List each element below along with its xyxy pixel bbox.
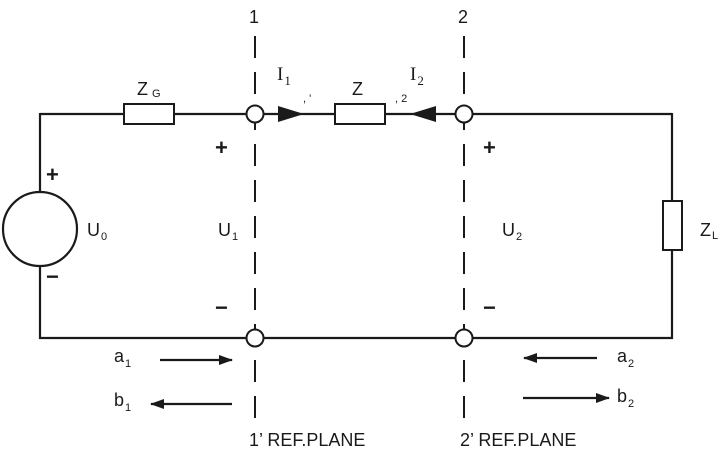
plane-number-2: 2 <box>458 7 468 27</box>
plane-number-1: 1 <box>249 7 259 27</box>
series-impedance-label: Z <box>352 79 363 99</box>
reference-plane-2-label: 2’ REF.PLANE <box>460 430 576 450</box>
current-i2-label: I2 <box>410 64 424 88</box>
artifact-mark-left: , ' <box>303 93 311 105</box>
port-1-top-terminal <box>245 104 265 124</box>
source-plus-sign: + <box>46 162 59 187</box>
port-2-bottom-terminal <box>454 328 474 348</box>
generator-impedance-resistor <box>123 103 175 125</box>
load-impedance-resistor <box>662 200 683 251</box>
port-1-plus-sign: + <box>215 135 228 160</box>
wave-b1-label: b1 <box>114 390 131 414</box>
wave-a1-label: a1 <box>114 346 131 370</box>
current-i1-arrow <box>278 106 304 122</box>
voltage-u2-label: U2 <box>502 220 522 243</box>
reference-plane-1-label: 1’ REF.PLANE <box>249 430 365 450</box>
voltage-u1-label: U1 <box>218 220 238 243</box>
voltage-u0-label: U0 <box>87 220 107 243</box>
artifact-mark-right: , 2 <box>395 93 407 105</box>
source-minus-sign: − <box>46 264 59 289</box>
wave-a2-label: a2 <box>617 346 634 370</box>
port-1-minus-sign: − <box>215 295 228 320</box>
voltage-source <box>1 190 79 268</box>
port-1-bottom-terminal <box>245 328 265 348</box>
series-impedance-resistor <box>334 103 386 125</box>
wave-b2-label: b2 <box>617 386 634 410</box>
current-i2-arrow <box>410 106 436 122</box>
port-2-top-terminal <box>454 104 474 124</box>
load-impedance-label: ZL <box>700 220 718 242</box>
port-2-minus-sign: − <box>483 295 496 320</box>
port-2-plus-sign: + <box>483 135 496 160</box>
current-i1-label: I1 <box>277 64 291 88</box>
